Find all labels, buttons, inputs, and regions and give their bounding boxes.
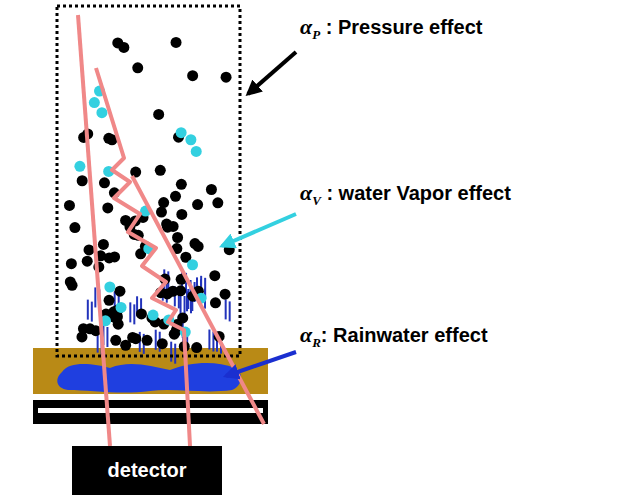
air-molecule	[192, 199, 203, 210]
plate-line	[38, 408, 263, 413]
vapor-molecule	[185, 134, 196, 145]
raindrop	[94, 287, 96, 307]
air-molecule	[153, 109, 164, 120]
air-molecule	[110, 335, 121, 346]
air-column	[57, 6, 240, 356]
air-molecule	[220, 289, 231, 300]
air-molecule	[189, 238, 200, 249]
air-molecule	[175, 285, 186, 296]
raindrop	[180, 294, 182, 314]
effect-label: αR: Rainwater effect	[300, 322, 488, 351]
air-molecule	[176, 179, 187, 190]
air-molecule	[82, 256, 93, 267]
air-molecule	[155, 165, 166, 176]
air-molecule	[172, 232, 183, 243]
air-molecule	[191, 342, 202, 353]
vapor-molecule	[74, 161, 85, 172]
air-molecule	[212, 197, 223, 208]
air-molecule	[118, 42, 129, 53]
air-molecule	[66, 258, 77, 269]
raindrop	[155, 330, 157, 350]
air-molecule	[127, 332, 138, 343]
air-molecule	[142, 335, 153, 346]
air-molecule	[210, 297, 221, 308]
vapor-molecule	[116, 302, 127, 313]
base-plate	[33, 400, 268, 424]
ray	[132, 176, 264, 424]
air-molecule	[109, 251, 120, 262]
air-molecule	[132, 62, 143, 73]
vapor-molecule	[191, 146, 202, 157]
raindrop	[170, 342, 172, 362]
air-molecule	[209, 270, 220, 281]
air-molecule	[99, 177, 110, 188]
vapor-molecule	[89, 97, 100, 108]
raindrop	[225, 299, 227, 319]
air-molecule	[206, 184, 217, 195]
vapor-molecule	[187, 259, 198, 270]
vapor-molecule	[96, 107, 107, 118]
air-molecule	[158, 197, 169, 208]
raindrop	[106, 327, 108, 347]
effect-label: αV : water Vapor effect	[300, 180, 511, 209]
air-molecule	[157, 338, 168, 349]
detector-box: detector	[72, 446, 222, 495]
raindrop	[229, 301, 231, 321]
air-molecule	[67, 280, 78, 291]
air-molecule	[156, 207, 167, 218]
rainwater	[57, 363, 241, 393]
air-molecule	[84, 244, 95, 255]
air-molecule	[77, 175, 88, 186]
ray	[78, 15, 110, 446]
air-molecule	[170, 191, 181, 202]
air-molecule	[64, 200, 75, 211]
raindrop	[133, 304, 135, 324]
node-text: detector	[108, 459, 187, 482]
raindrop	[87, 300, 89, 320]
air-molecule	[136, 308, 147, 319]
air-molecule	[69, 222, 80, 233]
air-molecule	[104, 295, 115, 306]
air-molecule	[102, 202, 113, 213]
effect-label: αP : Pressure effect	[300, 14, 482, 43]
rays	[78, 15, 264, 446]
air-molecule	[171, 37, 182, 48]
vapor-molecule	[176, 127, 187, 138]
air-molecule	[177, 312, 188, 323]
air-molecule	[78, 323, 89, 334]
raindrop	[208, 330, 210, 350]
leader-arrow	[222, 214, 296, 246]
air-molecule	[187, 70, 198, 81]
air-molecule	[162, 222, 173, 233]
air-molecule	[120, 215, 131, 226]
air-molecule	[114, 286, 125, 297]
air-molecule	[176, 209, 187, 220]
raindrop	[174, 344, 176, 364]
leader-arrow	[248, 52, 296, 94]
leader-arrow	[226, 352, 296, 376]
raindrop	[129, 302, 131, 322]
raindrop	[91, 302, 93, 322]
air-molecule	[130, 167, 141, 178]
vapor-molecule	[104, 281, 115, 292]
air-molecule	[221, 72, 232, 83]
vapor-molecule	[148, 310, 159, 321]
air-molecule	[98, 239, 109, 250]
